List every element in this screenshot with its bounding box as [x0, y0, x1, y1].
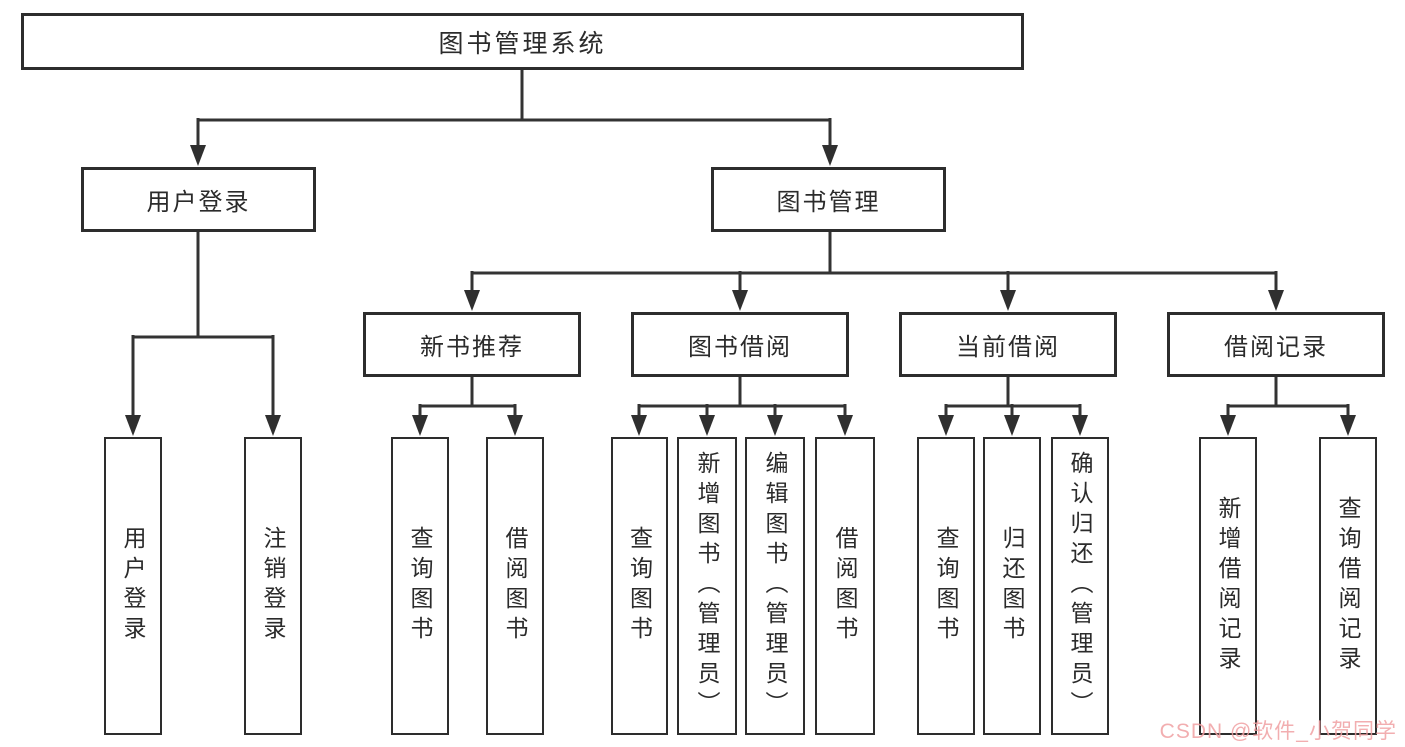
leaf-query-books-borrow: 查询图书 — [611, 437, 668, 735]
node-root: 图书管理系统 — [21, 13, 1024, 70]
leaf-query-books-recommend: 查询图书 — [391, 437, 449, 735]
leaf-query-books-current: 查询图书 — [917, 437, 975, 735]
csdn-watermark: CSDN @软件_小贺同学 — [1159, 720, 1397, 743]
tree-branch-lines — [131, 70, 1350, 416]
node-current-borrow: 当前借阅 — [899, 312, 1117, 377]
arrowhead-icons — [125, 145, 1356, 436]
node-book-borrow: 图书借阅 — [631, 312, 849, 377]
node-user-login: 用户登录 — [81, 167, 316, 232]
node-borrow-records: 借阅记录 — [1167, 312, 1385, 377]
leaf-edit-book-admin: 编辑图书（管理员） — [745, 437, 805, 735]
leaf-query-borrow-record: 查询借阅记录 — [1319, 437, 1377, 735]
leaf-return-book: 归还图书 — [983, 437, 1041, 735]
leaf-borrow-books: 借阅图书 — [815, 437, 875, 735]
node-book-management: 图书管理 — [711, 167, 946, 232]
leaf-confirm-return-admin: 确认归还（管理员） — [1051, 437, 1109, 735]
leaf-add-book-admin: 新增图书（管理员） — [677, 437, 737, 735]
leaf-logout: 注销登录 — [244, 437, 302, 735]
leaf-borrow-books-recommend: 借阅图书 — [486, 437, 544, 735]
node-new-book-recommend: 新书推荐 — [363, 312, 581, 377]
leaf-user-login: 用户登录 — [104, 437, 162, 735]
leaf-add-borrow-record: 新增借阅记录 — [1199, 437, 1257, 735]
